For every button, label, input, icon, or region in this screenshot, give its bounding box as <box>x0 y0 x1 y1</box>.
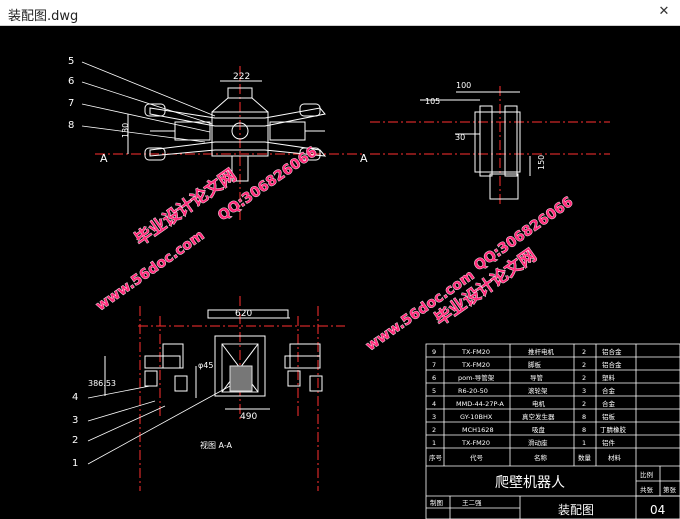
leader-label-6: 6 <box>68 76 74 87</box>
drawing-svg: 5 6 7 8 222 130 A A 100 105 30 150 <box>68 56 680 519</box>
svg-text:电机: 电机 <box>532 399 546 408</box>
dim-100: 100 <box>456 81 471 90</box>
svg-text:R6-20-50: R6-20-50 <box>458 387 488 395</box>
svg-text:3: 3 <box>432 413 436 421</box>
svg-text:TX-FM20: TX-FM20 <box>461 439 490 447</box>
leader-label-4: 4 <box>72 392 78 403</box>
bom-table <box>425 343 680 519</box>
svg-text:序号: 序号 <box>429 453 443 462</box>
svg-text:代号: 代号 <box>470 453 484 462</box>
dim-620: 620 <box>235 309 252 319</box>
dim-150: 150 <box>537 155 546 170</box>
label-scale: 比例 <box>640 470 653 479</box>
bom-header: 序号 代号 名称 数量 材料 <box>429 453 622 462</box>
svg-text:名称: 名称 <box>534 453 548 462</box>
bom-row: 4 MMD-44-27P-A 电机 2 合金 <box>432 399 616 408</box>
svg-text:9: 9 <box>432 348 436 356</box>
svg-text:2: 2 <box>582 348 586 356</box>
dim-30: 30 <box>455 133 465 142</box>
bom-row: 1 TX-FM20 滑动座 1 铝件 <box>432 438 616 447</box>
bom-row: 6 pom-导管架 导管 2 塑料 <box>432 373 616 382</box>
svg-text:铝件: 铝件 <box>602 438 616 447</box>
svg-text:5: 5 <box>432 387 436 395</box>
bom-row: 3 GY-10BHX 真空发生器 8 铝板 <box>432 412 616 421</box>
bom-row: 9 TX-FM20 推杆电机 2 铝合金 <box>432 347 622 356</box>
dim-386: 386.53 <box>88 379 116 388</box>
svg-text:1: 1 <box>432 439 436 447</box>
svg-text:吸盘: 吸盘 <box>532 425 546 434</box>
svg-text:TX-FM20: TX-FM20 <box>461 348 490 356</box>
watermark-group-right: 毕业设计论文网 www.56doc.com QQ:306826066 <box>363 194 577 355</box>
svg-text:2: 2 <box>582 400 586 408</box>
watermark-group-left: 毕业设计论文网 www.56doc.com QQ:306826066 <box>93 144 321 315</box>
svg-text:导管: 导管 <box>530 373 544 382</box>
close-icon[interactable]: ✕ <box>658 4 670 19</box>
section-mark-a-left: A <box>100 152 108 165</box>
svg-text:推杆电机: 推杆电机 <box>528 347 555 356</box>
dim-222: 222 <box>233 72 250 82</box>
svg-text:2: 2 <box>582 374 586 382</box>
svg-text:GY-10BHX: GY-10BHX <box>460 413 493 421</box>
svg-text:材料: 材料 <box>608 453 622 462</box>
window-titlebar: 装配图.dwg ✕ <box>0 0 680 26</box>
window-title: 装配图.dwg <box>8 9 79 24</box>
side-view <box>370 86 610 206</box>
front-view <box>104 296 345 491</box>
svg-text:6: 6 <box>432 374 436 382</box>
svg-text:pom-导管架: pom-导管架 <box>458 373 495 382</box>
bom-row: 7 TX-FM20 脚板 2 铝合金 <box>432 360 622 369</box>
svg-text:数量: 数量 <box>578 453 592 462</box>
leader-label-8: 8 <box>68 120 74 131</box>
svg-text:铝合金: 铝合金 <box>602 347 622 356</box>
leader-label-5: 5 <box>68 56 74 67</box>
svg-text:滑动座: 滑动座 <box>528 438 548 447</box>
top-view <box>95 66 365 221</box>
cad-canvas[interactable]: 5 6 7 8 222 130 A A 100 105 30 150 <box>0 26 680 519</box>
svg-text:丁腈橡胶: 丁腈橡胶 <box>600 425 627 434</box>
svg-text:TX-FM20: TX-FM20 <box>461 361 490 369</box>
svg-text:MMD-44-27P-A: MMD-44-27P-A <box>456 400 504 408</box>
svg-text:脚板: 脚板 <box>528 360 542 369</box>
top-view-leaders <box>81 61 216 143</box>
svg-text:8: 8 <box>582 426 586 434</box>
dim-130: 130 <box>121 123 130 138</box>
bom-row: 2 MCH1628 吸盘 8 丁腈橡胶 <box>432 425 627 434</box>
svg-text:合金: 合金 <box>602 399 616 408</box>
drawing-subtitle: 装配图 <box>558 503 594 517</box>
drawing-title: 爬壁机器人 <box>495 475 565 491</box>
svg-text:2: 2 <box>432 426 436 434</box>
svg-text:合金: 合金 <box>602 386 616 395</box>
leader-label-7: 7 <box>68 98 74 109</box>
section-label: 视图 A-A <box>200 440 233 450</box>
svg-text:滚轮架: 滚轮架 <box>528 386 548 395</box>
bom-rows: 9 TX-FM20 推杆电机 2 铝合金 7 TX-FM20 脚板 2 铝合金 … <box>429 347 627 462</box>
svg-text:3: 3 <box>582 387 586 395</box>
svg-text:4: 4 <box>432 400 436 408</box>
front-view-leaders <box>87 385 231 465</box>
svg-text:铝合金: 铝合金 <box>602 360 622 369</box>
label-sheet: 第张 <box>663 485 677 494</box>
dim-105: 105 <box>425 97 440 106</box>
svg-text:塑料: 塑料 <box>602 373 616 382</box>
svg-text:1: 1 <box>582 439 586 447</box>
label-total-sheets: 共张 <box>640 485 654 494</box>
svg-text:MCH1628: MCH1628 <box>462 426 494 434</box>
dim-phi45: φ45 <box>198 361 213 370</box>
leader-label-2: 2 <box>72 435 78 446</box>
sheet-number: 04 <box>650 503 665 517</box>
bom-row: 5 R6-20-50 滚轮架 3 合金 <box>432 386 616 395</box>
section-mark-a-right: A <box>360 152 368 165</box>
label-drafter: 制图 <box>430 498 443 507</box>
leader-label-1: 1 <box>72 458 78 469</box>
dim-490: 490 <box>240 412 257 422</box>
svg-text:铝板: 铝板 <box>602 412 616 421</box>
svg-text:真空发生器: 真空发生器 <box>522 412 555 421</box>
svg-text:2: 2 <box>582 361 586 369</box>
svg-text:8: 8 <box>582 413 586 421</box>
leader-label-3: 3 <box>72 415 78 426</box>
svg-text:7: 7 <box>432 361 436 369</box>
label-drafter-name: 王二强 <box>462 499 482 507</box>
